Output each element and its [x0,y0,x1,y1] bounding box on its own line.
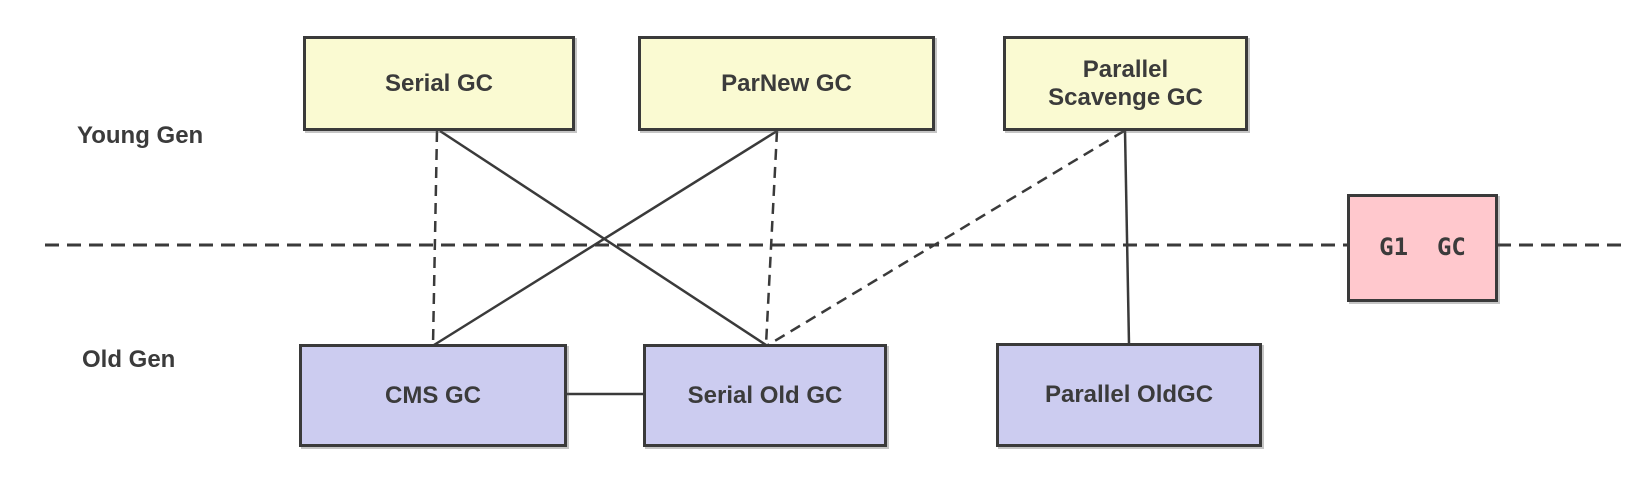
node-parallel-old-gc-label: Parallel OldGC [1044,381,1214,409]
node-serial-old-gc-label: Serial Old GC [687,381,843,409]
node-g1-gc-label: G1 GC [1379,233,1466,262]
node-serial-old-gc: Serial Old GC [643,344,887,447]
node-serial-gc: Serial GC [303,36,575,131]
row-label-old-gen: Old Gen [82,346,176,373]
node-g1-gc: G1 GC [1347,194,1498,302]
node-parnew-gc-label: ParNew GC [721,69,852,97]
node-parallel-scavenge-gc: Parallel Scavenge GC [1003,36,1248,131]
edge-serial-gc-to-cms-gc [431,130,439,346]
node-serial-gc-label: Serial GC [384,69,494,97]
edge-parallel-scavenge-gc-to-parallel-old-gc [1123,130,1131,345]
edge-parnew-gc-to-cms-gc [433,129,778,347]
node-parallel-old-gc: Parallel OldGC [996,343,1262,447]
node-cms-gc-label: CMS GC [385,381,481,409]
edge-parallel-scavenge-gc-to-serial-old-gc [767,129,1125,347]
edge-parnew-gc-to-serial-old-gc [764,130,779,346]
row-label-young-gen: Young Gen [77,122,204,149]
node-cms-gc: CMS GC [299,344,567,447]
node-parallel-scavenge-gc-label: Parallel Scavenge GC [1048,55,1203,111]
edge-serial-gc-to-serial-old-gc [439,129,767,347]
node-parnew-gc: ParNew GC [638,36,935,131]
